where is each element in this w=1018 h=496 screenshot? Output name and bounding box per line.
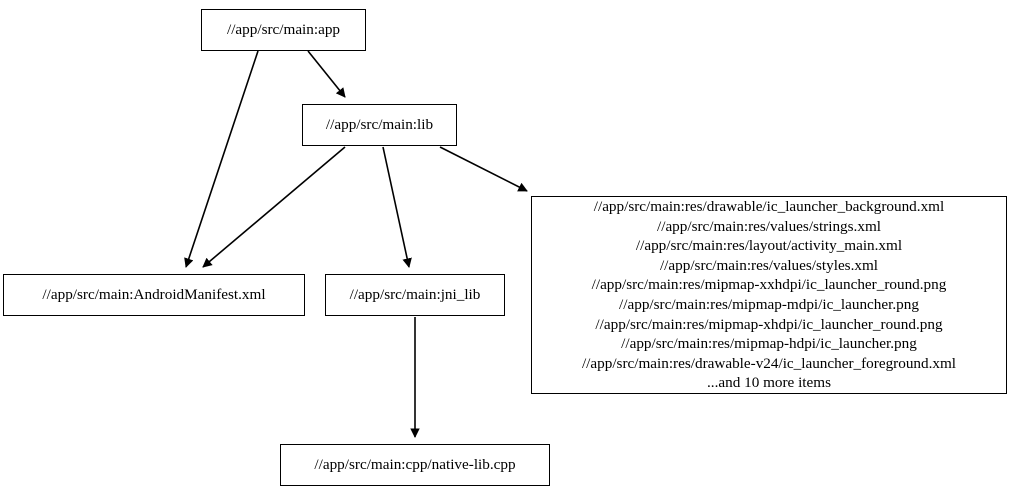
edge-lib-to-manifest — [202, 146, 346, 268]
node-res-bundle[interactable]: //app/src/main:res/drawable/ic_launcher_… — [531, 196, 1007, 394]
node-jni-lib-label: //app/src/main:jni_lib — [349, 286, 481, 304]
edge-app-to-lib — [307, 50, 346, 98]
edge-lib-to-res-bundle — [439, 146, 528, 192]
node-android-manifest-label: //app/src/main:AndroidManifest.xml — [42, 286, 266, 304]
node-native-lib-cpp[interactable]: //app/src/main:cpp/native-lib.cpp — [280, 444, 550, 486]
node-res-bundle-label: //app/src/main:res/drawable/ic_launcher_… — [581, 198, 957, 392]
node-app-label: //app/src/main:app — [226, 21, 341, 39]
node-lib-label: //app/src/main:lib — [325, 116, 434, 134]
edge-lib-to-jni-lib — [382, 146, 412, 268]
node-jni-lib[interactable]: //app/src/main:jni_lib — [325, 274, 505, 316]
node-lib[interactable]: //app/src/main:lib — [302, 104, 457, 146]
node-android-manifest[interactable]: //app/src/main:AndroidManifest.xml — [3, 274, 305, 316]
edge-app-to-manifest — [184, 50, 259, 268]
node-app[interactable]: //app/src/main:app — [201, 9, 366, 51]
node-native-lib-cpp-label: //app/src/main:cpp/native-lib.cpp — [314, 456, 516, 474]
